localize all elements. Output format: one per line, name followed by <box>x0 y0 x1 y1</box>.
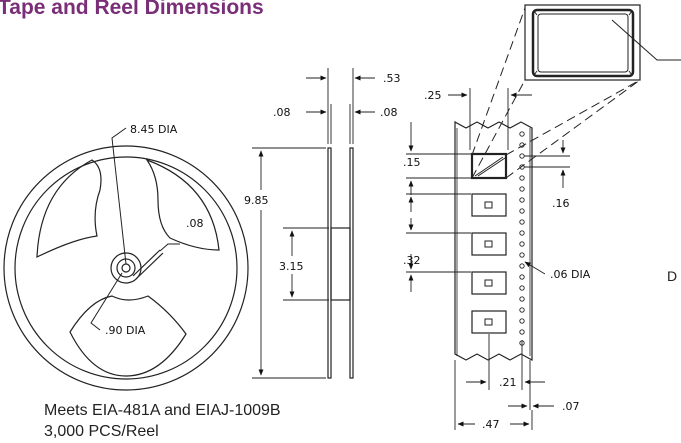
detail-part <box>531 8 635 78</box>
detail-part-inner <box>537 13 629 73</box>
detail-box <box>524 4 641 81</box>
reel-hub-center <box>121 263 131 273</box>
tape-pocket <box>471 193 507 217</box>
side-hub <box>330 227 351 301</box>
side-dimension-lines <box>252 68 375 379</box>
detail-leader <box>611 19 681 61</box>
zoom-detail <box>471 4 681 179</box>
hub-dia-label: .90 DIA <box>105 324 146 337</box>
hole-edge-label: .07 <box>562 400 580 413</box>
hole-dia-label: .06 DIA <box>550 268 591 281</box>
reel-outer-rim <box>3 145 249 391</box>
reel-front-view <box>3 145 249 391</box>
tape-pocket <box>471 232 507 256</box>
hub-height-label: 3.15 <box>279 260 304 273</box>
sprocket-offset-label: .16 <box>552 197 570 210</box>
pocket-part-sketch <box>474 156 506 177</box>
partial-cut-label: D <box>667 268 678 284</box>
pocket-pitch-label: .32 <box>403 254 421 267</box>
page-title: Tape and Reel Dimensions <box>0 0 264 19</box>
carrier-tape <box>454 120 533 362</box>
tape-body <box>454 120 533 362</box>
reel-leaders <box>90 127 180 331</box>
pocket-length-label: .15 <box>403 156 421 169</box>
sprocket-holes <box>519 131 525 346</box>
flange-left-label: .08 <box>273 106 291 119</box>
outer-dia-label: 8.45 DIA <box>130 123 178 136</box>
hub-slot-line <box>132 249 161 277</box>
reel-cutout-left <box>36 159 102 258</box>
tape-offset-label: .25 <box>424 89 442 102</box>
zoom-line <box>471 7 526 156</box>
reel-hub-mid <box>116 258 136 278</box>
flange-right-label: .08 <box>380 106 398 119</box>
reel-side-view <box>327 147 354 379</box>
reel-inner-rim <box>14 156 238 380</box>
hub-slot-line <box>135 252 164 280</box>
side-width-label: .53 <box>383 72 401 85</box>
quantity-note: 3,000 PCS/Reel <box>44 423 159 440</box>
zoom-line <box>505 79 641 156</box>
reel-cutout-right <box>145 158 220 251</box>
tape-width-label: .47 <box>482 418 500 431</box>
tape-pocket-first <box>470 152 508 180</box>
hub-slot-label: .08 <box>186 217 204 230</box>
tape-dimension-lines <box>406 88 570 430</box>
reel-cutout-bottom <box>69 295 187 377</box>
pocket-edge-label: .21 <box>499 376 517 389</box>
standard-note: Meets EIA-481A and EIAJ-1009B <box>44 402 281 419</box>
tape-pocket <box>471 310 507 334</box>
pocket-holes <box>484 201 493 326</box>
reel-height-label: 9.85 <box>244 194 269 207</box>
tape-pocket <box>471 271 507 295</box>
